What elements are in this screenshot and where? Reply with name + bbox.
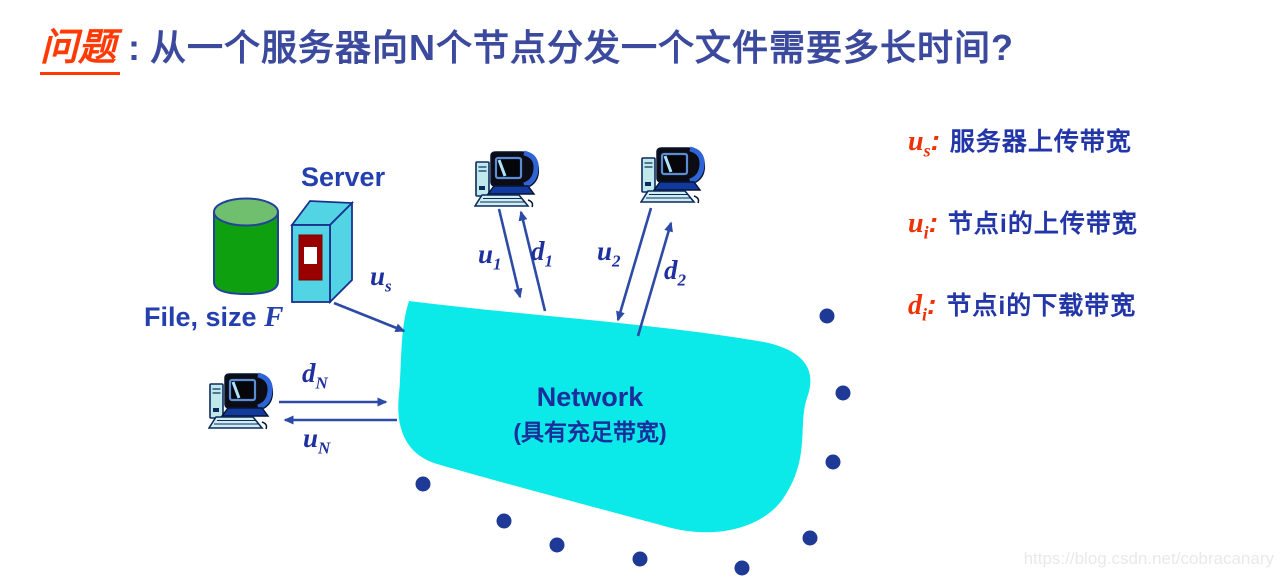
client-computer-icon [208,372,280,434]
server-tower-icon [290,200,354,304]
file-size-variable: F [264,301,284,333]
file-size-label: File, size F [144,301,284,333]
label-u1: u1 [478,239,502,274]
more-nodes-dots [415,308,851,576]
legend-text: 节点i的下载带宽 [946,292,1137,320]
server-label: Server [301,162,386,192]
legend-item-ui: ui : 节点i的上传带宽 [908,204,1138,243]
legend-text: 节点i的上传带宽 [947,210,1138,238]
arrow-u1 [497,208,523,299]
arrow-u2 [616,207,653,322]
legend-symbol: ui [908,208,929,243]
client-computer-icon [640,146,712,208]
arrow-d1 [518,210,547,312]
label-u2: u2 [597,236,621,271]
label-uN: uN [303,423,331,458]
page-title: 问题 : 从一个服务器向N个节点分发一个文件需要多长时间? [40,16,1014,75]
watermark: https://blog.csdn.net/cobracanary [1023,549,1274,568]
legend-item-di: di : 节点i的下载带宽 [908,286,1137,325]
title-text: 从一个服务器向N个节点分发一个文件需要多长时间? [150,27,1015,68]
arrow-us [333,301,406,333]
legend-item-us: us : 服务器上传带宽 [908,122,1132,161]
legend-symbol: us [908,126,931,161]
title-separator: : [128,27,141,68]
title-keyword: 问题 [40,16,121,75]
arrow-d2 [636,221,673,337]
legend-text: 服务器上传带宽 [949,128,1132,156]
network-note: (具有充足带宽) [513,419,667,445]
label-d1: d1 [531,236,553,271]
label-us: us [370,261,392,296]
label-d2: d2 [664,255,686,290]
client-computer-icon [474,150,546,212]
network-name: Network [536,382,644,412]
file-cylinder-icon [213,197,279,296]
label-dN: dN [302,358,328,393]
legend-symbol: di [908,290,928,325]
network-cloud [398,301,811,533]
